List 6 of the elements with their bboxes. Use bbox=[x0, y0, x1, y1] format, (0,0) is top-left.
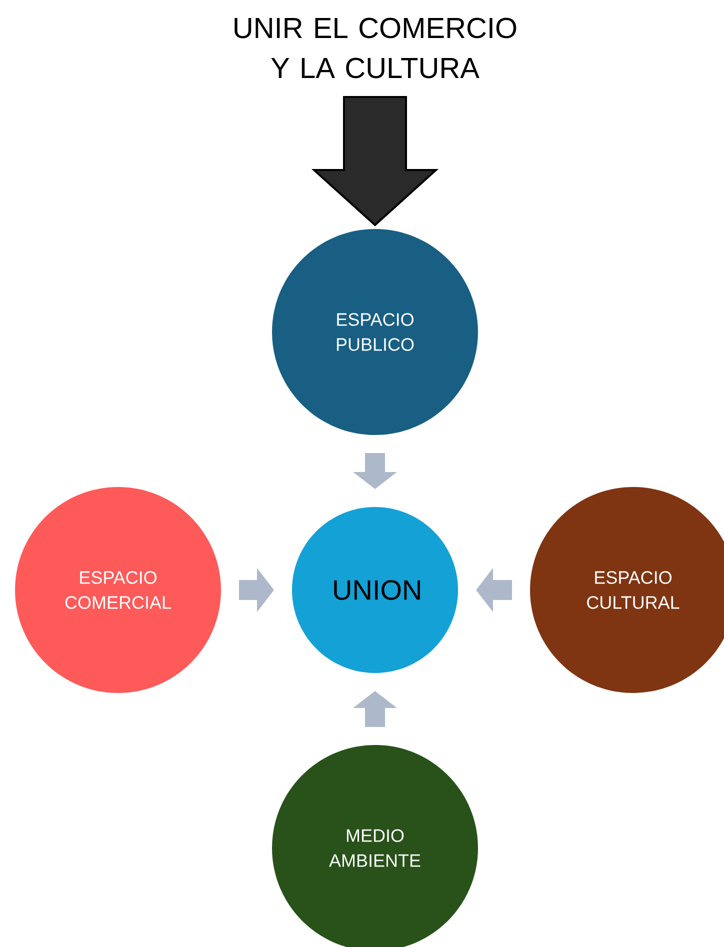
block-arrow bbox=[353, 691, 397, 727]
block-arrow bbox=[476, 568, 512, 612]
block-arrow bbox=[311, 96, 439, 226]
title-text: UNIR EL COMERCIO Y LA CULTURA bbox=[234, 18, 516, 78]
block-arrow bbox=[239, 568, 274, 612]
block-arrow bbox=[353, 453, 397, 489]
